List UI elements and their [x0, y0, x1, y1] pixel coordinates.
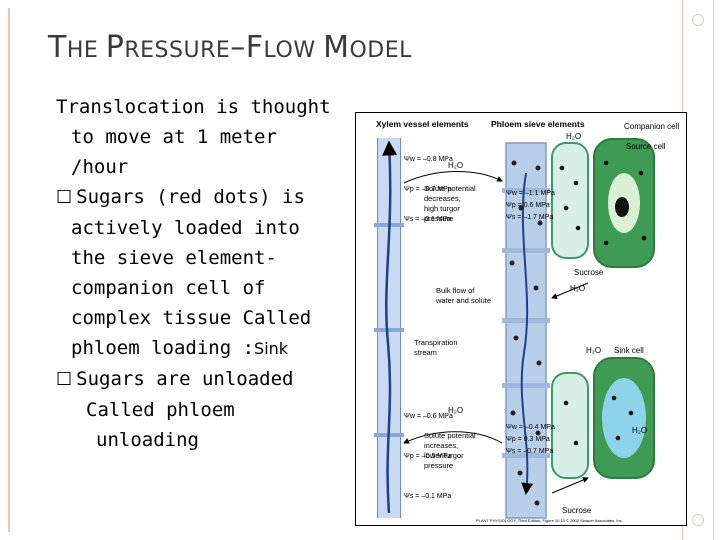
- h2o-label: H₂O: [448, 406, 463, 415]
- bullet-line: unloading: [96, 429, 199, 451]
- border-dot: [692, 514, 704, 526]
- pressure-flow-diagram: Xylem vessel elements Phloem sieve eleme…: [374, 119, 679, 523]
- svg-text:Solute potential: Solute potential: [424, 184, 476, 193]
- phloem-sieve-tube: [502, 142, 550, 519]
- slide-left-border: [8, 8, 14, 532]
- source-psi-p: Ψp = 0.6 MPa: [506, 202, 550, 209]
- source-cell-label: Source cell: [626, 142, 666, 151]
- bullet-line: actively loaded into: [71, 217, 300, 239]
- bullet-item: ☐Sugars (red dots) is: [56, 186, 305, 208]
- companion-cell-label: Companion cell: [624, 122, 679, 131]
- h2o-label: H₂O: [586, 346, 601, 355]
- sink-psi-w: Ψw = –0.4 MPa: [506, 424, 555, 431]
- body-text: Translocation is thought to move at 1 me…: [56, 92, 356, 455]
- svg-text:high turgor: high turgor: [424, 204, 460, 213]
- phloem-label: Phloem sieve elements: [491, 119, 585, 129]
- intro-line: /hour: [71, 156, 129, 178]
- bullet-box-icon: ☐: [56, 187, 73, 208]
- source-cell-complex: [551, 138, 655, 268]
- bullet-box-icon: ☐: [56, 369, 73, 390]
- sink-cell-label: Sink cell: [614, 346, 644, 355]
- svg-text:water and solute: water and solute: [435, 296, 491, 305]
- bullet-line: complex tissue Called: [71, 307, 312, 329]
- intro-line: Translocation is thought: [56, 96, 331, 118]
- svg-text:stream: stream: [414, 348, 437, 357]
- xylem-top-psi-s: Ψs = –0.1 MPa: [404, 216, 451, 223]
- svg-text:increases,: increases,: [424, 441, 458, 450]
- xylem-bottom-psi-w: Ψw = –0.6 MPa: [404, 413, 453, 420]
- sucrose-label: Sucrose: [574, 268, 604, 277]
- h2o-label: H₂O: [570, 284, 585, 293]
- bullet-item: ☐Sugars are unloaded: [56, 368, 294, 390]
- bullet-line: companion cell of: [71, 277, 266, 299]
- solute-top-text: Solute potential decreases, high turgor …: [424, 184, 476, 223]
- intro-line: to move at 1 meter: [71, 126, 277, 148]
- sucrose-label: Sucrose: [562, 506, 592, 515]
- svg-text:Solute potential: Solute potential: [424, 431, 476, 440]
- sink-cell-complex: [551, 357, 655, 479]
- bullet-line: the sieve element-: [71, 247, 277, 269]
- bullet-line: Called phloem: [86, 399, 235, 421]
- xylem-bottom-psi-s: Ψs = –0.1 MPa: [404, 493, 451, 500]
- svg-text:lower turgor: lower turgor: [424, 451, 464, 460]
- border-dot: [692, 14, 704, 26]
- svg-text:Transpiration: Transpiration: [414, 338, 458, 347]
- sink-psi-s: Ψs = –0.7 MPa: [506, 448, 553, 455]
- solute-bottom-text: Solute potential increases, lower turgor…: [424, 431, 476, 470]
- xylem-top-psi-w: Ψw = –0.8 MPa: [404, 156, 453, 163]
- figure-credit: PLANT PHYSIOLOGY, Third Edition, Figure …: [476, 518, 623, 523]
- xylem-label: Xylem vessel elements: [376, 119, 469, 129]
- h2o-label: H₂O: [632, 426, 647, 435]
- bullet-line: phloem loading :Sink: [71, 337, 289, 359]
- bulk-flow-text: Bulk flow of water and solute: [435, 286, 491, 305]
- svg-text:Bulk flow of: Bulk flow of: [436, 286, 475, 295]
- source-psi-w: Ψw = –1.1 MPa: [506, 190, 555, 197]
- h2o-label: H₂O: [448, 161, 463, 170]
- h2o-label: H₂O: [566, 132, 581, 141]
- pressure-flow-figure: Xylem vessel elements Phloem sieve eleme…: [355, 112, 687, 526]
- xylem-vessel: [374, 138, 404, 518]
- svg-text:pressure: pressure: [424, 461, 453, 470]
- slide-title: THE PRESSURE–FLOW MODEL: [48, 30, 412, 65]
- source-psi-s: Ψs = –1.7 MPa: [506, 214, 553, 221]
- xylem-bottom-psi-p: Ψp = –0.5 MPa: [404, 453, 452, 460]
- svg-text:pressure: pressure: [424, 214, 453, 223]
- xylem-top-psi-p: Ψp = –0.7 MPa: [404, 186, 452, 193]
- svg-text:decreases,: decreases,: [424, 194, 461, 203]
- sink-psi-p: Ψp = 0.3 MPa: [506, 436, 550, 443]
- transpiration-text: Transpiration stream: [414, 338, 458, 357]
